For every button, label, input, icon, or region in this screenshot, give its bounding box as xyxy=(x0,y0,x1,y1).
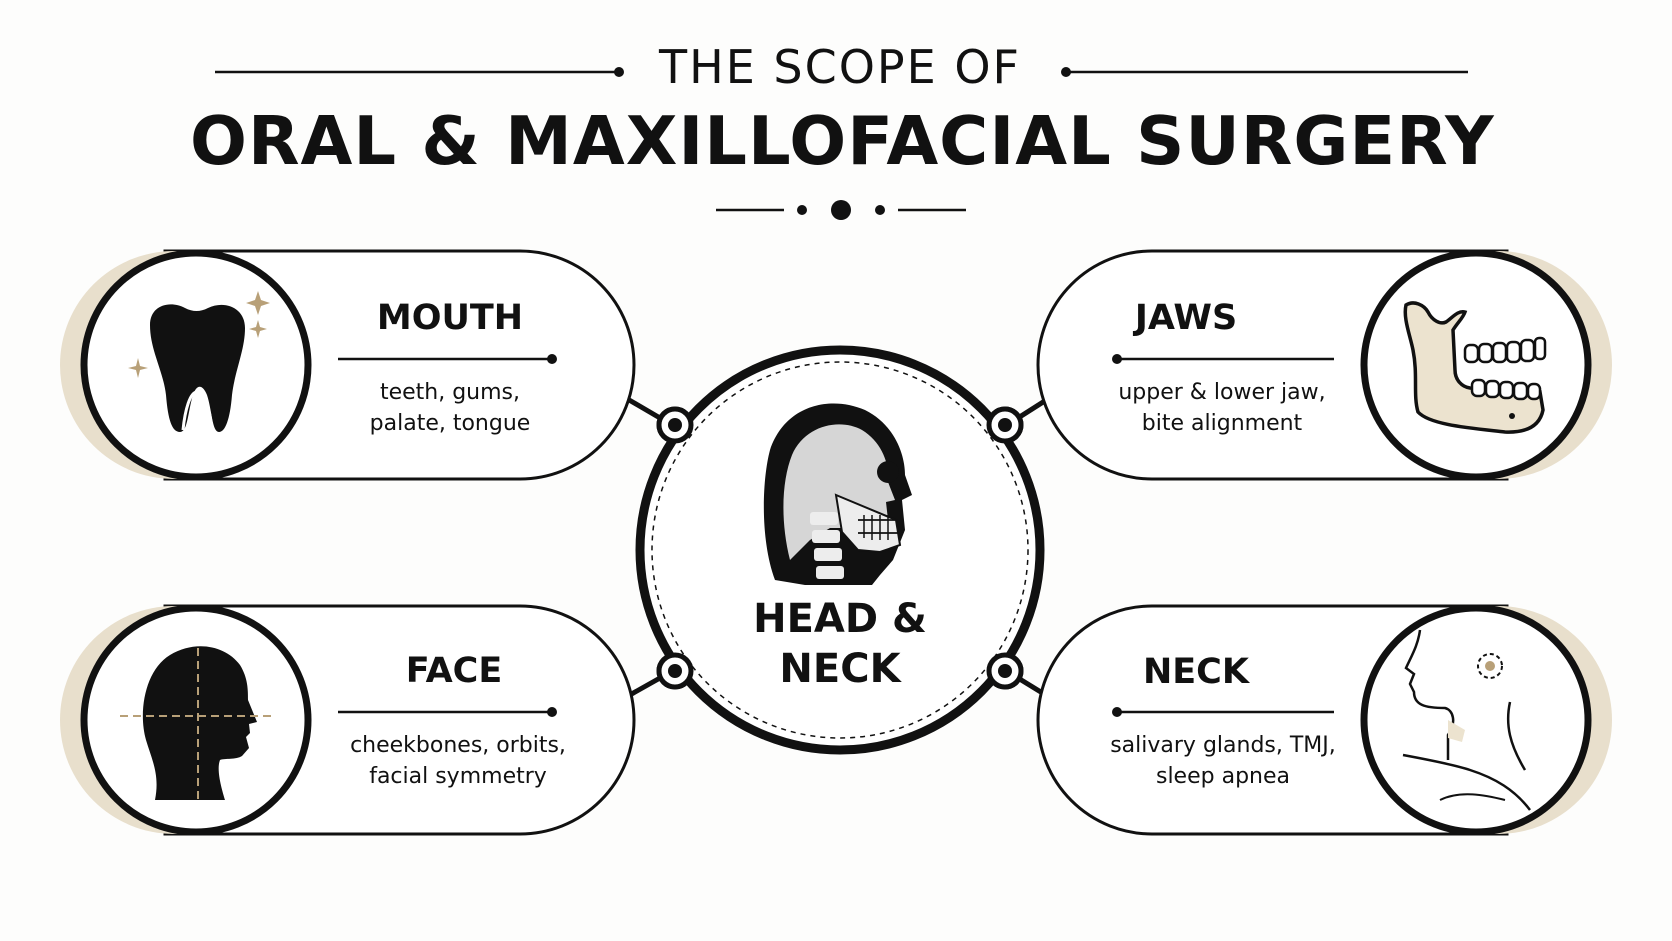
face-description-line1: cheekbones, orbits, xyxy=(350,733,566,758)
mouth-card xyxy=(60,249,636,481)
center-label: HEAD & NECK xyxy=(700,594,980,694)
jaws-description: upper & lower jaw, bite alignment xyxy=(1062,377,1382,439)
jaws-description-line1: upper & lower jaw, xyxy=(1118,380,1326,405)
header-rule-left xyxy=(215,67,624,77)
jaws-card xyxy=(1036,249,1612,481)
neck-description-line2: sleep apnea xyxy=(1155,764,1290,789)
header-rule-right xyxy=(1061,67,1468,77)
jaws-title: JAWS xyxy=(1134,298,1238,338)
head-profile-icon xyxy=(120,646,275,800)
neck-description-line1: salivary glands, TMJ, xyxy=(1110,733,1336,758)
face-title: FACE xyxy=(405,651,503,691)
neck-card xyxy=(1036,604,1612,836)
mouth-description-line1: teeth, gums, xyxy=(379,380,521,405)
center-label-line2: NECK xyxy=(779,646,901,692)
title-divider xyxy=(716,200,966,220)
neck-description: salivary glands, TMJ, sleep apnea xyxy=(1063,730,1383,792)
mouth-description: teeth, gums, palate, tongue xyxy=(290,377,610,439)
jaws-description-line2: bite alignment xyxy=(1141,411,1303,436)
header-kicker: THE SCOPE OF xyxy=(659,40,1021,94)
mouth-title: MOUTH xyxy=(376,298,524,338)
neck-icon xyxy=(1402,629,1531,811)
tooth-icon xyxy=(128,291,270,432)
center-label-line1: HEAD & xyxy=(753,596,927,642)
page-title: ORAL & MAXILLOFACIAL SURGERY xyxy=(190,102,1495,180)
jaw-icon xyxy=(1403,301,1547,434)
face-description-line2: facial symmetry xyxy=(369,764,547,789)
skull-spine-icon xyxy=(763,403,912,585)
neck-title: NECK xyxy=(1142,652,1249,692)
mouth-description-line2: palate, tongue xyxy=(369,411,531,436)
face-description: cheekbones, orbits, facial symmetry xyxy=(298,730,618,792)
